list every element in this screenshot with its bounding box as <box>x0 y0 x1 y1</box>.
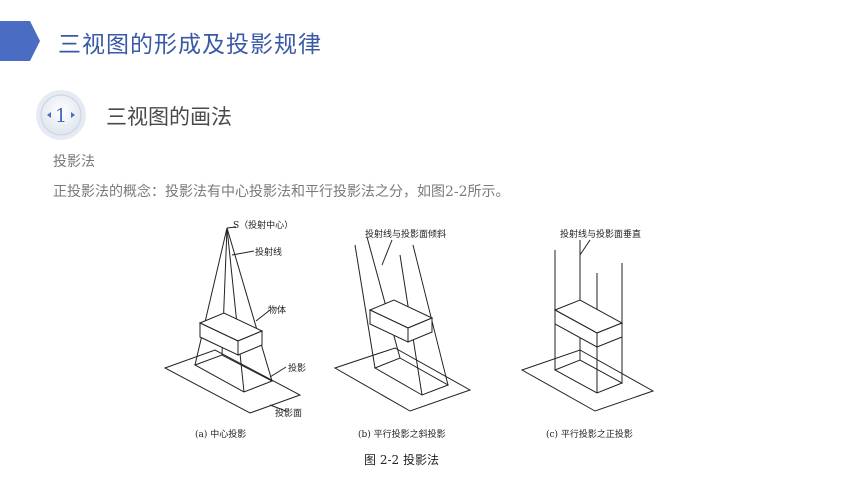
label-object: 物体 <box>268 304 286 316</box>
chevron-right-icon <box>71 112 75 118</box>
panel-orthographic-projection <box>520 239 655 412</box>
figure-caption: 图 2-2 投影法 <box>364 452 439 467</box>
label-oblique-rays: 投射线与投影面倾斜 <box>365 228 446 240</box>
label-perpendicular-rays: 投射线与投影面垂直 <box>560 228 641 240</box>
content-line-2: 正投影法的概念：投影法有中心投影法和平行投影法之分，如图2-2所示。 <box>53 184 510 200</box>
caption-oblique-projection: (b) 平行投影之斜投影 <box>358 428 446 440</box>
section-title: 三视图的画法 <box>106 105 232 129</box>
projection-figure: S（投射中心） 投射线 物体 投影 投影面 投射线与投影面倾斜 投射线与投影面垂… <box>163 219 655 467</box>
section-number-badge: 1 <box>36 90 86 140</box>
caption-central-projection: (a) 中心投影 <box>195 428 246 440</box>
page-title: 三视图的形成及投影规律 <box>58 32 322 58</box>
panel-central-projection <box>163 226 302 414</box>
label-projection-center: S（投射中心） <box>233 219 293 231</box>
label-projection: 投影 <box>288 362 306 374</box>
caption-orthographic-projection: (c) 平行投影之正投影 <box>546 428 633 440</box>
section-number: 1 <box>55 105 67 127</box>
content-line-1: 投影法 <box>53 154 95 170</box>
chevron-left-icon <box>47 112 51 118</box>
label-projection-ray: 投射线 <box>255 246 282 258</box>
panel-oblique-projection <box>333 236 472 412</box>
header-accent-tab <box>0 21 40 61</box>
label-projection-plane: 投影面 <box>275 407 302 419</box>
